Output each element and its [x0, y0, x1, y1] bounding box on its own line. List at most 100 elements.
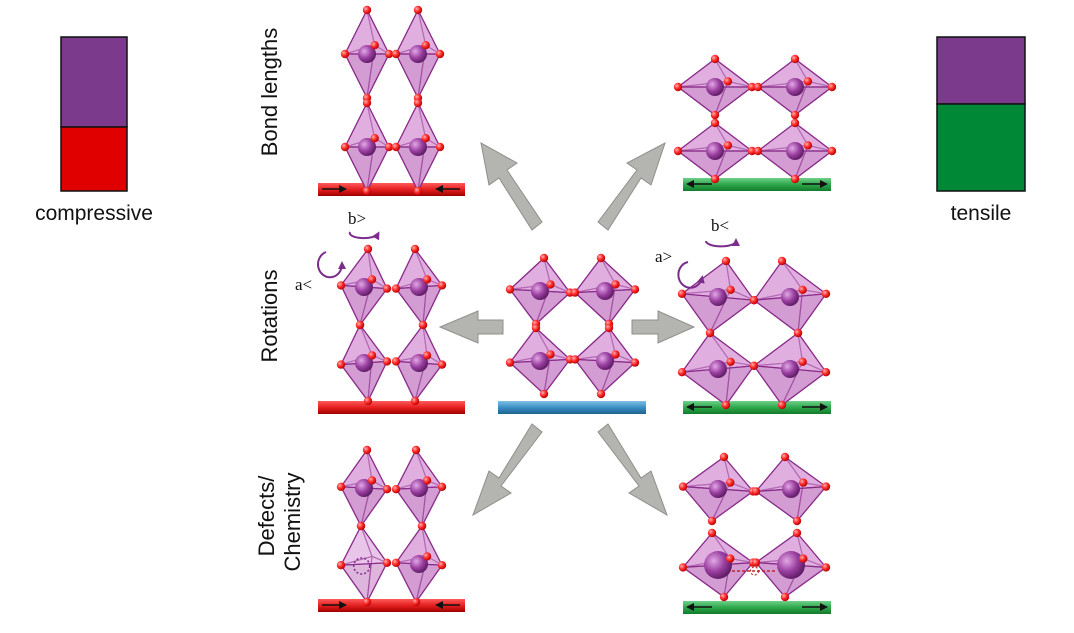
- oxygen-atom: [705, 328, 715, 338]
- oxygen-atom: [710, 110, 720, 120]
- b-site-atom: [358, 45, 376, 63]
- structure-bond-compressive: [340, 5, 445, 196]
- oxygen-atom: [546, 350, 555, 359]
- oxygen-atom: [370, 134, 379, 143]
- oxygen-atom: [546, 280, 555, 289]
- oxygen-atom: [611, 350, 620, 359]
- oxygen-atom: [505, 358, 515, 367]
- oxygen-atom: [596, 253, 606, 263]
- oxygen-atom: [710, 174, 720, 184]
- b-site-atom: [596, 352, 614, 370]
- tensile-legend-top: [936, 36, 1026, 105]
- oxygen-atom: [422, 275, 432, 284]
- row-label-bond-lengths: Bond lengths: [257, 28, 282, 156]
- oxygen-atom: [367, 275, 377, 284]
- oxygen-atom: [747, 82, 757, 92]
- b-site-atom: [410, 479, 428, 497]
- oxygen-atom: [391, 485, 401, 494]
- oxygen-atom: [340, 49, 350, 59]
- b-site-atom: [777, 551, 805, 579]
- oxygen-atom: [367, 476, 377, 485]
- substrate-neutral-middle: [498, 401, 646, 414]
- oxygen-atom: [505, 285, 515, 294]
- strain-arrows: [322, 180, 828, 611]
- oxygen-atom: [384, 142, 394, 152]
- oxygen-atom: [418, 320, 428, 330]
- oxygen-atom: [803, 141, 813, 150]
- oxygen-atom: [751, 487, 761, 496]
- b-site-atom: [706, 142, 724, 160]
- oxygen-atom: [721, 400, 731, 410]
- oxygen-atom: [723, 141, 733, 150]
- oxygen-atom: [630, 285, 640, 294]
- oxygen-atom: [336, 281, 346, 290]
- rotation-arrow-a-compressive: [317, 251, 347, 279]
- oxygen-atom: [723, 77, 733, 86]
- oxygen-atom: [803, 77, 813, 86]
- oxygen-atom: [596, 389, 606, 399]
- oxygen-atom: [753, 82, 763, 92]
- oxygen-atom: [749, 296, 759, 305]
- structure-bond-tensile: [673, 54, 837, 184]
- oxygen-atom: [382, 485, 392, 494]
- oxygen-atom: [336, 561, 346, 570]
- oxygen-atom: [570, 288, 580, 297]
- oxygen-atom: [793, 328, 803, 338]
- substrate-compressive-top: [318, 183, 465, 196]
- oxygen-atom: [677, 289, 687, 298]
- oxygen-atom: [790, 110, 800, 120]
- oxygen-atom: [780, 592, 790, 602]
- oxygen-atom: [410, 244, 420, 254]
- arrow-to-bond-compressive: [480, 142, 543, 231]
- compressive-legend-bottom: [60, 126, 128, 192]
- oxygen-atom: [336, 360, 346, 369]
- b-site-atom: [596, 282, 614, 300]
- oxygen-atom: [367, 351, 377, 360]
- row-label-defects: Defects/: [254, 475, 279, 557]
- oxygen-atom: [678, 482, 688, 491]
- b-site-atom: [358, 138, 376, 156]
- oxygen-atom: [539, 389, 549, 399]
- substrate-tensile-bottom: [683, 601, 831, 614]
- structure-rotation-tensile: [677, 256, 831, 410]
- oxygen-atom: [827, 82, 837, 92]
- oxygen-atom: [384, 49, 394, 59]
- oxygen-atom: [413, 98, 423, 108]
- oxygen-atom: [437, 281, 447, 290]
- b-site-atom: [409, 138, 427, 156]
- rotation-arrow-b-compressive: [348, 231, 380, 241]
- structure-rotation-compressive: [336, 244, 447, 406]
- b-site-atom: [781, 360, 799, 378]
- arrow-to-bond-tensile: [597, 141, 666, 231]
- oxygen-atom: [673, 146, 683, 156]
- rotation-arrow-b-tensile: [705, 238, 740, 248]
- b-site-atom: [781, 288, 799, 306]
- perovskite-structures: [336, 5, 837, 607]
- oxygen-atom: [710, 118, 720, 128]
- oxygen-atom: [391, 49, 401, 59]
- b-site-atom: [410, 278, 428, 296]
- tensile-legend: tensile: [936, 36, 1026, 225]
- oxygen-atom: [531, 323, 541, 333]
- oxygen-atom: [710, 54, 720, 64]
- oxygen-atom: [411, 445, 421, 455]
- oxygen-atom: [382, 284, 392, 293]
- oxygen-atom: [336, 482, 346, 491]
- oxygen-atom: [413, 186, 423, 196]
- oxygen-atom: [362, 98, 372, 108]
- b-site-atom: [706, 78, 724, 96]
- rotation-indicators: b> a< b< a>: [295, 209, 740, 294]
- b-site-atom: [709, 288, 727, 306]
- substrate-tensile-middle: [683, 401, 831, 414]
- oxygen-atom: [391, 284, 401, 293]
- oxygen-atom: [751, 558, 761, 567]
- b-site-atom: [355, 354, 373, 372]
- b-site-atom: [355, 479, 373, 497]
- oxygen-atom: [790, 174, 800, 184]
- arrow-to-defect-tensile: [597, 423, 668, 517]
- oxygen-atom: [604, 323, 614, 333]
- oxygen-atom: [421, 41, 430, 50]
- oxygen-atom: [719, 592, 729, 602]
- oxygen-atom: [798, 357, 807, 366]
